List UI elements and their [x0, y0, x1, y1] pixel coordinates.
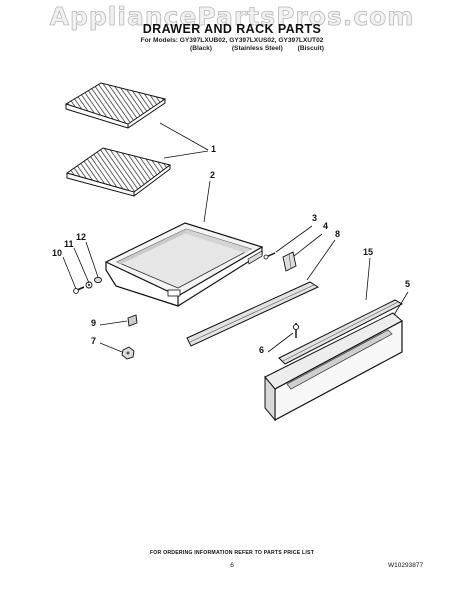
callout-10: 10: [52, 248, 63, 258]
callout-7: 7: [91, 336, 97, 346]
hex-nut: [121, 346, 135, 360]
page-title: DRAWER AND RACK PARTS: [142, 22, 322, 36]
bracket-screw: [263, 252, 276, 260]
model-list: For Models: GY397LXUB02, GY397LXUS02, GY…: [140, 37, 324, 44]
drawer-front-panel: [264, 312, 403, 422]
storage-drawer: [104, 222, 264, 307]
callout-11: 11: [64, 239, 74, 249]
callout-9: 9: [91, 318, 97, 328]
document-number: W10293877: [388, 562, 424, 569]
watermark: AppliancePartsPros.com: [49, 2, 415, 32]
panel-screw: [292, 323, 300, 338]
panel-support-rail: [278, 299, 404, 365]
callout-8: 8: [335, 229, 341, 239]
callout-4: 4: [323, 221, 329, 231]
callout-12: 12: [76, 232, 87, 242]
ordering-note: FOR ORDERING INFORMATION REFER TO PARTS …: [149, 550, 315, 556]
color-list: (Black) (Stainless Steel) (Biscuit): [190, 45, 324, 52]
callout-5: 5: [405, 279, 411, 289]
callout-2: 2: [210, 170, 216, 180]
drawer-bracket: [282, 251, 297, 272]
color-stainless: (Stainless Steel): [231, 45, 283, 52]
page-number: 6: [230, 562, 234, 569]
spacer-part-12: [94, 276, 102, 284]
callout-3: 3: [312, 213, 318, 223]
oven-rack-lower: [65, 147, 172, 197]
oven-rack-upper: [64, 82, 167, 129]
color-black: (Black): [190, 45, 212, 52]
callout-1: 1: [211, 144, 217, 154]
callout-15: 15: [363, 247, 374, 257]
drawer-clip: [127, 314, 138, 327]
callout-6: 6: [259, 345, 265, 355]
color-biscuit: (Biscuit): [297, 45, 324, 52]
drawer-slide-rail: [186, 281, 320, 347]
